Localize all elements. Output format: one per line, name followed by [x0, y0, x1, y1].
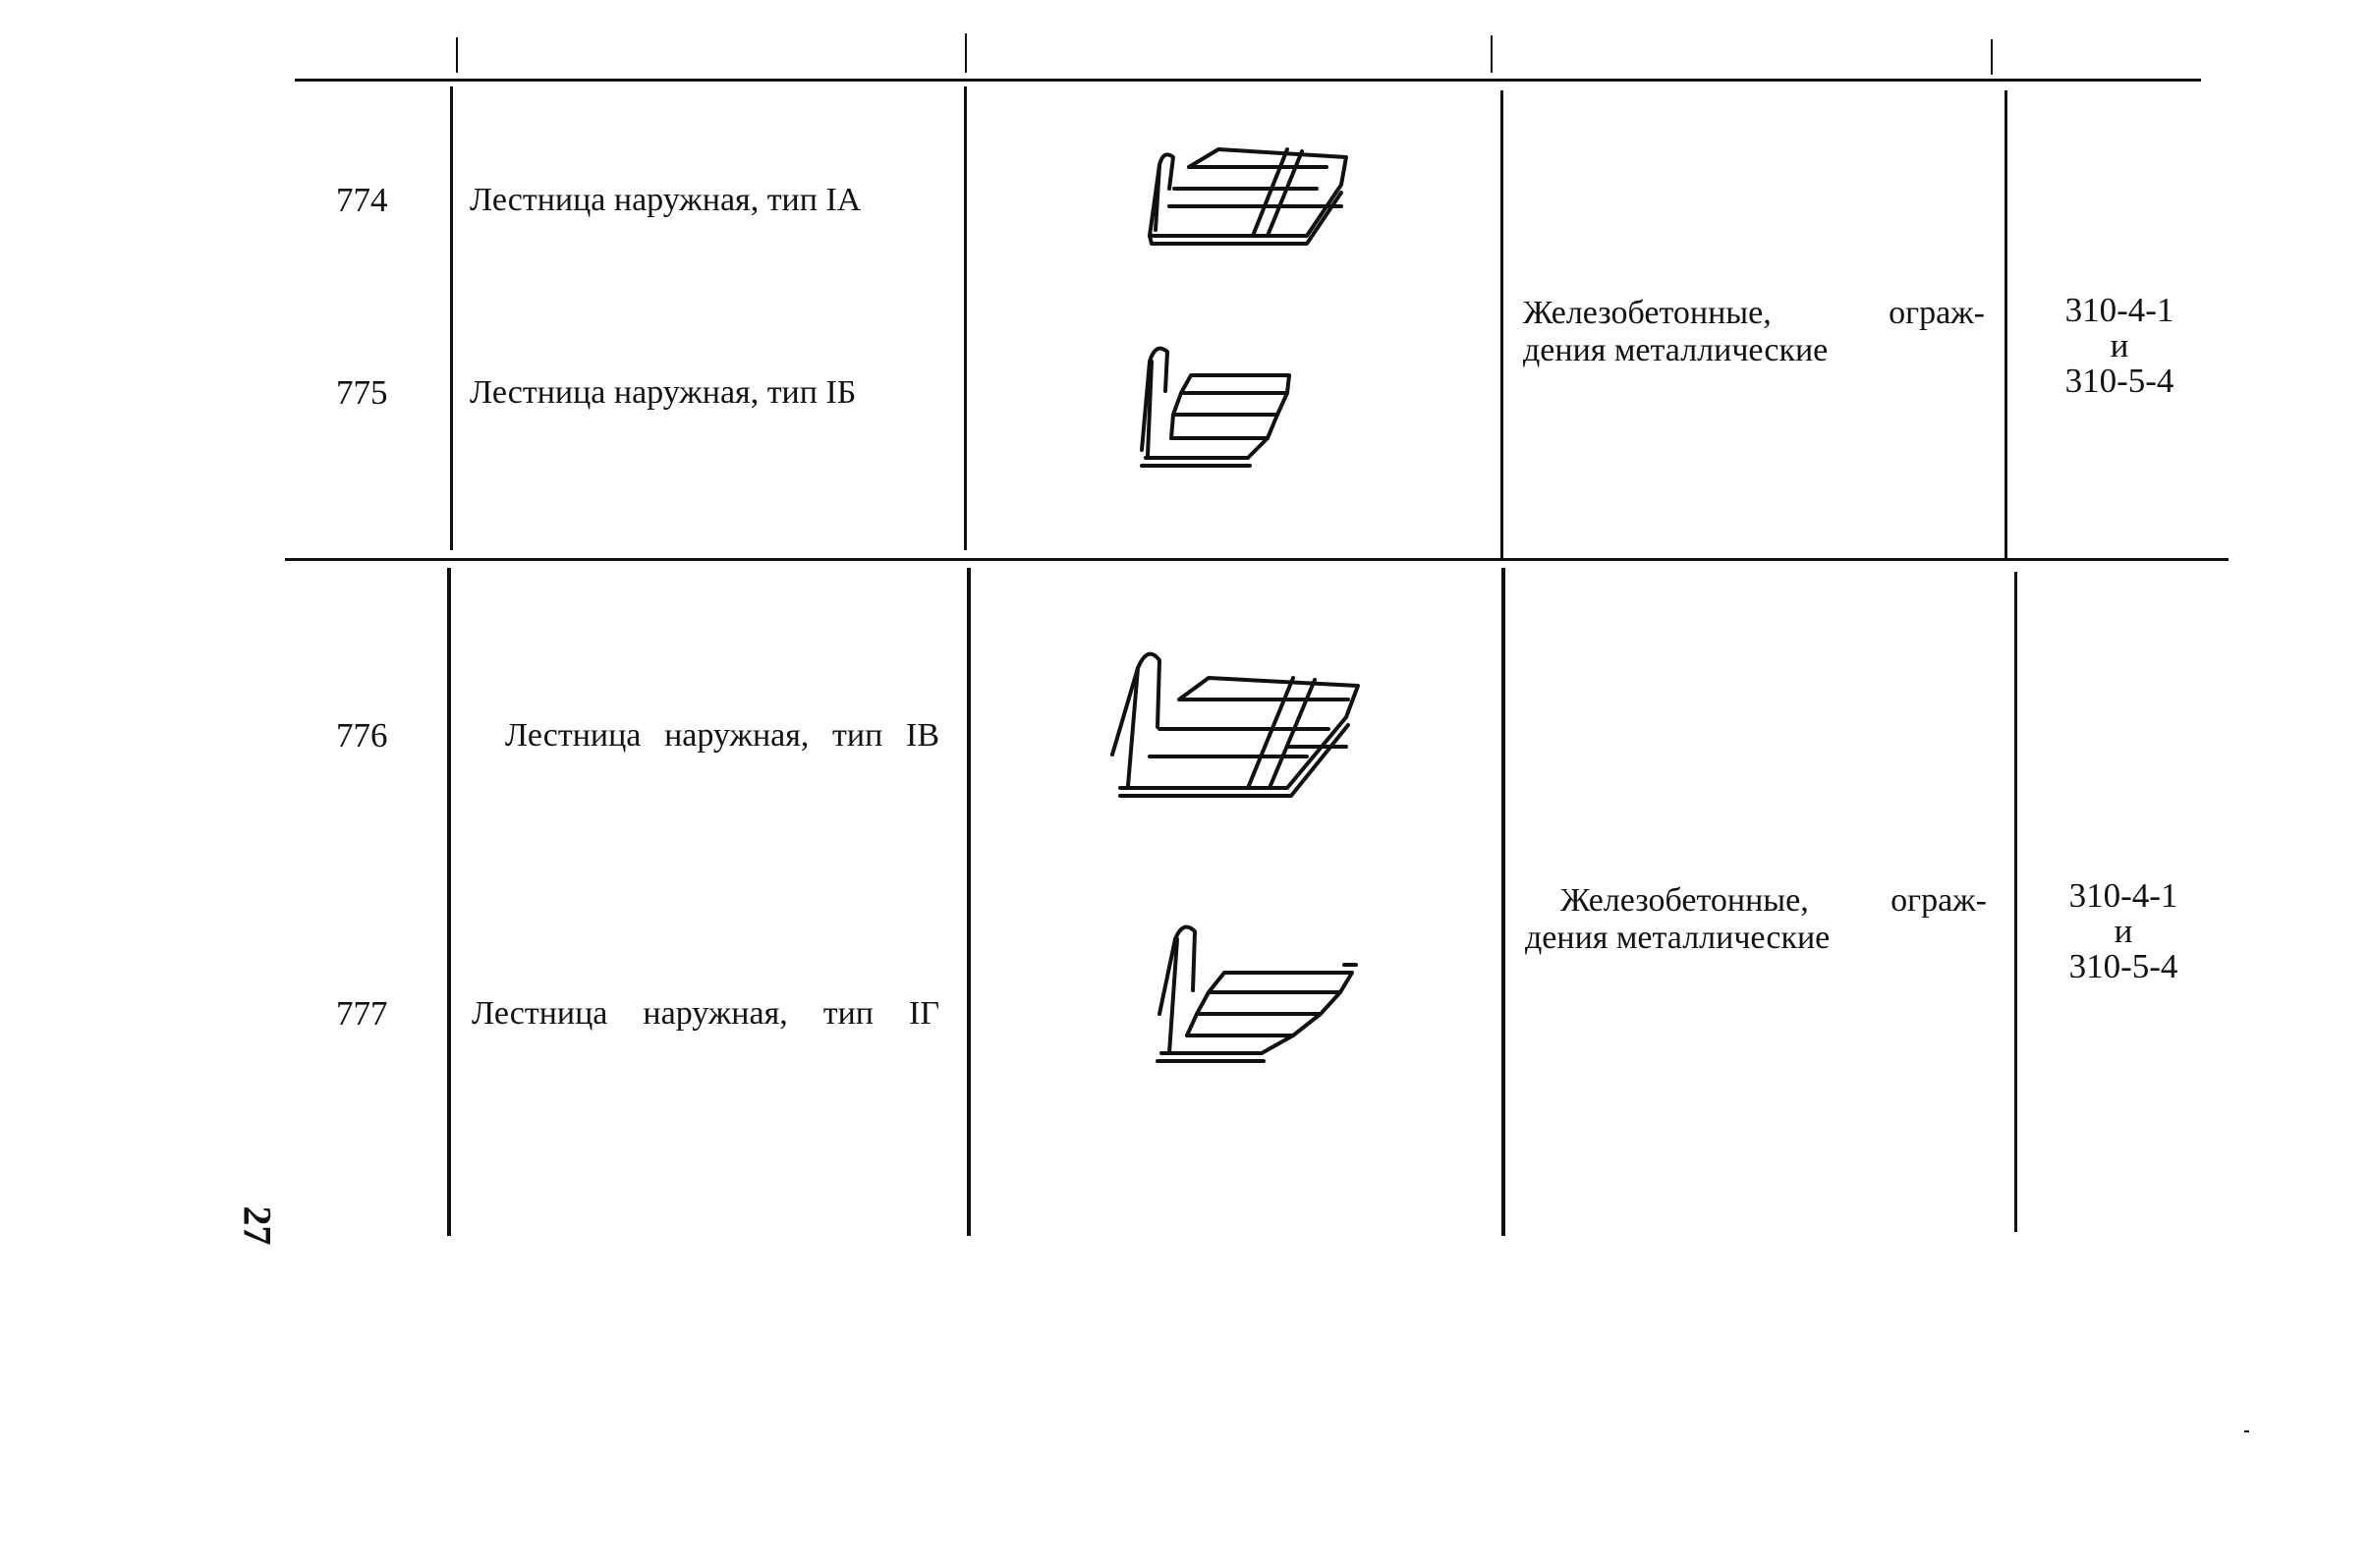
speck [2244, 1430, 2249, 1432]
header-tick [1991, 39, 1993, 75]
series-code: 310-4-1 и 310-5-4 [2036, 293, 2203, 399]
stair-type-1v-icon [1110, 651, 1360, 798]
material-line-1: Железобетонные, ограж- [1560, 882, 1987, 919]
column-line [2014, 572, 2017, 1232]
item-number: 775 [336, 373, 388, 412]
material-line-1: Железобетонные, ограж- [1523, 295, 1985, 331]
series-conjunction: и [2114, 912, 2133, 950]
item-name: Лестница наружная, тип IA [470, 182, 862, 218]
series-code-1: 310-4-1 [2064, 291, 2174, 329]
stair-type-1b-icon [1140, 346, 1291, 468]
column-line [2004, 90, 2007, 558]
item-number: 774 [336, 181, 388, 219]
column-line [447, 568, 451, 1236]
column-line [964, 86, 967, 550]
group-divider-rule [285, 558, 2229, 561]
item-number: 776 [336, 716, 388, 755]
column-line [1501, 568, 1505, 1236]
header-tick [965, 33, 967, 73]
material-description: Железобетонные, ограж- дения металлическ… [1523, 295, 1985, 369]
item-name: Лестница наружная, тип IB [505, 717, 939, 754]
stair-type-1g-icon [1156, 924, 1358, 1063]
material-line-2: дения металлические [1523, 332, 1829, 368]
material-line-2: дения металлические [1525, 920, 1831, 956]
series-code-1: 310-4-1 [2068, 876, 2178, 915]
series-code-2: 310-5-4 [2068, 947, 2178, 985]
series-code-2: 310-5-4 [2064, 362, 2174, 400]
item-name: Лестница наружная, тип IБ [470, 374, 857, 411]
column-line [967, 568, 971, 1236]
series-conjunction: и [2110, 326, 2129, 364]
header-tick [456, 37, 458, 73]
stair-type-1a-icon [1148, 147, 1348, 246]
material-description: Железобетонные, ограж- дения металлическ… [1525, 882, 1987, 957]
series-code: 310-4-1 и 310-5-4 [2040, 878, 2207, 984]
column-line [1500, 90, 1503, 558]
column-line [450, 86, 453, 550]
item-number: 777 [336, 994, 388, 1033]
header-tick [1491, 35, 1493, 73]
page-number: 27 [235, 1205, 280, 1246]
table-top-rule [295, 79, 2201, 82]
item-name: Лестница наружная, тип IГ [472, 995, 939, 1032]
